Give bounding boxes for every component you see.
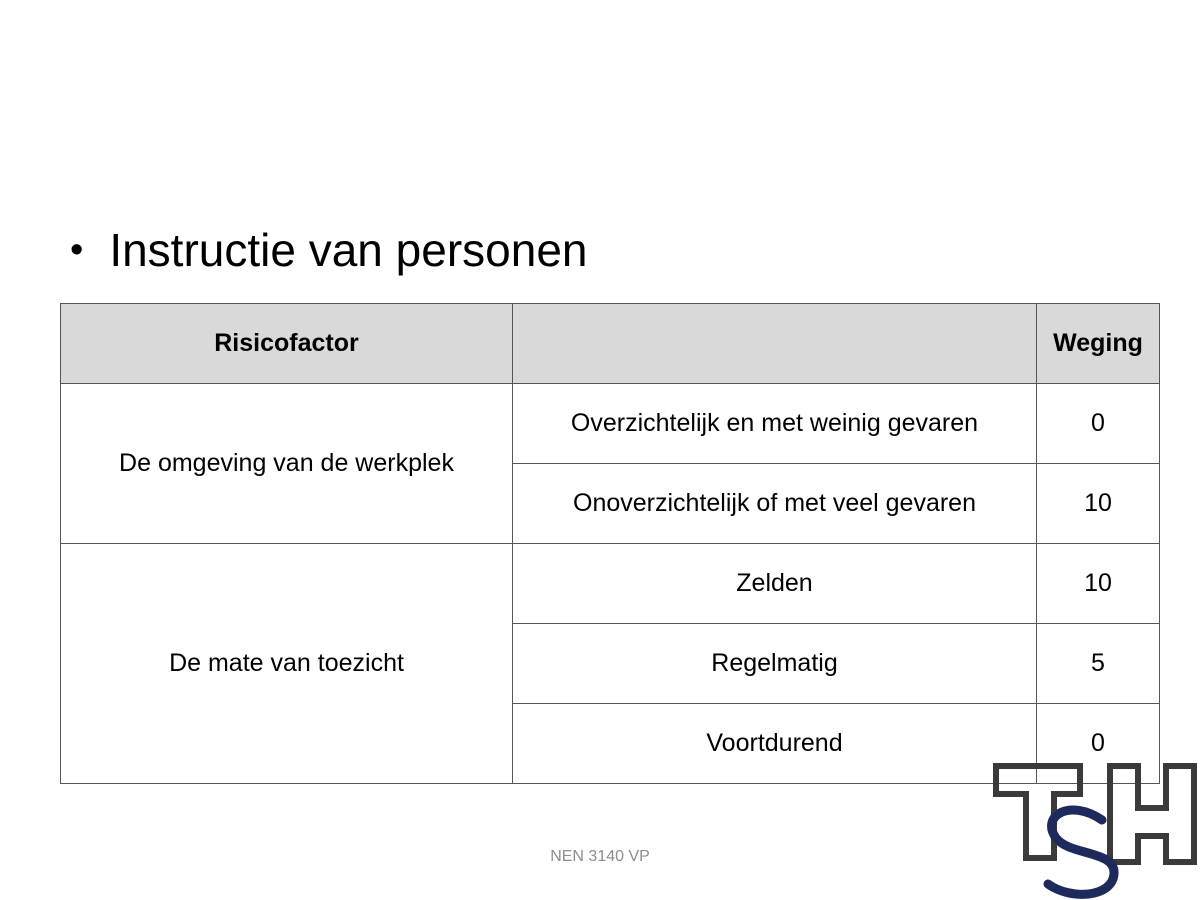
header-option	[512, 303, 1037, 384]
table-header-row: Risicofactor Weging	[60, 303, 1160, 384]
title-text: Instructie van personen	[109, 224, 588, 276]
table-row: De mate van toezicht Zelden 10	[60, 543, 1160, 784]
risk-table: Risicofactor Weging De omgeving van de w…	[60, 303, 1160, 784]
table-row: De omgeving van de werkplek Overzichteli…	[60, 383, 1160, 544]
tsh-logo	[993, 763, 1197, 899]
option-cell: Onoverzichtelijk of met veel gevaren	[512, 463, 1037, 544]
slide-title: • Instructie van personen	[70, 222, 587, 278]
bullet-icon: •	[70, 229, 84, 271]
option-cell: Regelmatig	[512, 623, 1037, 704]
footer-text: NEN 3140 VP	[550, 848, 650, 865]
option-cell: Overzichtelijk en met weinig gevaren	[512, 383, 1037, 464]
factor-cell: De mate van toezicht	[60, 543, 513, 784]
header-risicofactor: Risicofactor	[60, 303, 513, 384]
table-row: Voortdurend 0	[61, 703, 1160, 784]
option-cell: Voortdurend	[512, 703, 1037, 784]
option-cell: Zelden	[512, 543, 1037, 624]
weight-cell: 10	[1036, 543, 1160, 624]
table-row: Onoverzichtelijk of met veel gevaren 10	[61, 463, 1160, 544]
header-weging: Weging	[1036, 303, 1160, 384]
weight-cell: 0	[1036, 383, 1160, 464]
weight-cell: 5	[1036, 623, 1160, 704]
factor-cell: De omgeving van de werkplek	[60, 383, 513, 544]
weight-cell: 10	[1036, 463, 1160, 544]
